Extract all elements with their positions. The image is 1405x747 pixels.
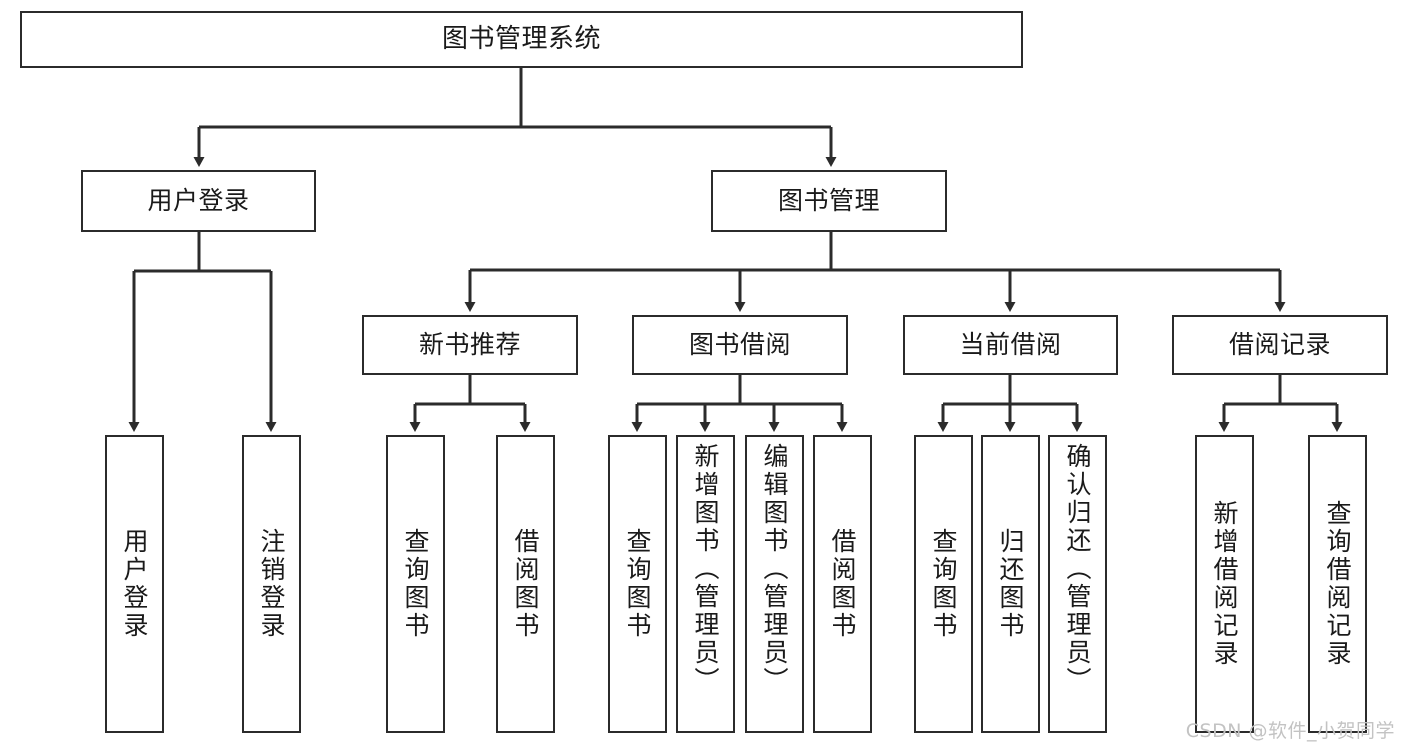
leaf-borrow-book-recommend[interactable]: 借阅图书 xyxy=(496,435,555,733)
node-label: 注销登录 xyxy=(257,528,286,640)
node-book-borrow[interactable]: 图书借阅 xyxy=(632,315,848,375)
node-label: 归还图书 xyxy=(996,528,1025,640)
node-label: 查询图书 xyxy=(401,528,430,640)
leaf-query-book-current[interactable]: 查询图书 xyxy=(914,435,973,733)
node-label: 图书管理 xyxy=(777,186,880,215)
node-label: 确认归还（管理员） xyxy=(1063,443,1092,695)
leaf-logout-login[interactable]: 注销登录 xyxy=(242,435,301,733)
leaf-query-borrow-record[interactable]: 查询借阅记录 xyxy=(1308,435,1367,733)
leaf-edit-book-admin[interactable]: 编辑图书（管理员） xyxy=(745,435,804,733)
node-label: 当前借阅 xyxy=(959,330,1062,359)
node-borrow-record[interactable]: 借阅记录 xyxy=(1172,315,1388,375)
leaf-user-login[interactable]: 用户登录 xyxy=(105,435,164,733)
node-current-borrow[interactable]: 当前借阅 xyxy=(903,315,1118,375)
leaf-borrow-book[interactable]: 借阅图书 xyxy=(813,435,872,733)
node-new-book-recommend[interactable]: 新书推荐 xyxy=(362,315,578,375)
node-label: 用户登录 xyxy=(120,528,149,640)
node-label: 新增图书（管理员） xyxy=(691,443,720,695)
node-label: 查询借阅记录 xyxy=(1323,500,1352,668)
leaf-query-book-borrow[interactable]: 查询图书 xyxy=(608,435,667,733)
leaf-query-book-recommend[interactable]: 查询图书 xyxy=(386,435,445,733)
node-root-system[interactable]: 图书管理系统 xyxy=(20,11,1023,68)
node-label: 查询图书 xyxy=(623,528,652,640)
leaf-return-book[interactable]: 归还图书 xyxy=(981,435,1040,733)
leaf-add-borrow-record[interactable]: 新增借阅记录 xyxy=(1195,435,1254,733)
node-label: 图书借阅 xyxy=(688,330,791,359)
node-label: 新书推荐 xyxy=(418,330,521,359)
node-label: 借阅图书 xyxy=(511,528,540,640)
node-label: 用户登录 xyxy=(147,186,250,215)
leaf-confirm-return-admin[interactable]: 确认归还（管理员） xyxy=(1048,435,1107,733)
node-label: 编辑图书（管理员） xyxy=(760,443,789,695)
node-book-management[interactable]: 图书管理 xyxy=(711,170,947,232)
node-label: 借阅记录 xyxy=(1228,330,1331,359)
node-user-login[interactable]: 用户登录 xyxy=(81,170,316,232)
node-label: 查询图书 xyxy=(929,528,958,640)
node-label: 图书管理系统 xyxy=(441,23,601,54)
node-label: 借阅图书 xyxy=(828,528,857,640)
csdn-watermark: CSDN @软件_小贺同学 xyxy=(1185,720,1395,742)
leaf-add-book-admin[interactable]: 新增图书（管理员） xyxy=(676,435,735,733)
node-label: 新增借阅记录 xyxy=(1210,500,1239,668)
